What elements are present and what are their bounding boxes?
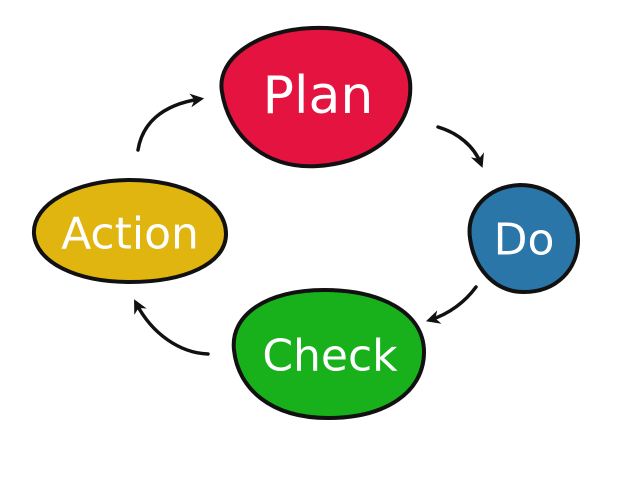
node-check-label: Check xyxy=(262,331,398,382)
node-action-shape xyxy=(31,178,228,284)
arrow-do-to-check xyxy=(425,285,478,324)
arrow-action-to-plan xyxy=(136,93,205,152)
node-action: Action xyxy=(31,178,228,284)
node-plan: Plan xyxy=(219,25,413,169)
node-action-label: Action xyxy=(61,209,199,260)
node-check: Check xyxy=(231,288,426,420)
arrow-check-to-action xyxy=(134,299,210,356)
node-plan-label: Plan xyxy=(263,66,374,126)
node-do: Do xyxy=(467,183,580,294)
node-plan-shape xyxy=(219,25,413,169)
node-do-label: Do xyxy=(494,215,555,266)
node-do-shape xyxy=(467,183,580,294)
node-check-shape xyxy=(231,288,426,420)
arrow-plan-to-do xyxy=(436,125,484,168)
